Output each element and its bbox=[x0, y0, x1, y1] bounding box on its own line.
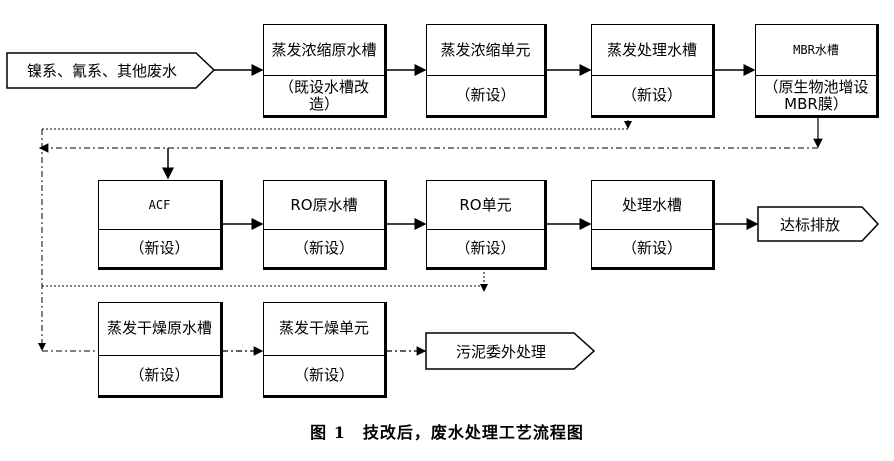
box-title: 蒸发浓缩原水槽 bbox=[264, 25, 384, 77]
sludge-pentagon bbox=[425, 332, 596, 370]
box-note: （新设） bbox=[455, 239, 516, 258]
box-ro-unit: RO单元 （新设） bbox=[426, 180, 547, 270]
box-note: （新设） bbox=[621, 239, 682, 258]
box-evap-conc-raw-tank: 蒸发浓缩原水槽 （既设水槽改造） bbox=[263, 24, 387, 118]
box-title: 蒸发浓缩单元 bbox=[427, 25, 544, 77]
sludge-label: 污泥委外处理 bbox=[455, 342, 546, 361]
box-title: 蒸发干燥原水槽 bbox=[99, 303, 220, 356]
box-ro-raw-tank: RO原水槽 （新设） bbox=[263, 180, 387, 270]
box-note: （原生物池增设MBR膜） bbox=[763, 77, 869, 113]
box-title: 处理水槽 bbox=[592, 181, 712, 231]
box-note: （新设） bbox=[293, 239, 354, 258]
box-note: （新设） bbox=[621, 86, 682, 105]
box-title: 蒸发干燥单元 bbox=[264, 303, 384, 356]
box-evap-dry-unit: 蒸发干燥单元 （新设） bbox=[263, 302, 387, 398]
box-note: （新设） bbox=[455, 86, 516, 105]
box-evap-treated-tank: 蒸发处理水槽 （新设） bbox=[591, 24, 715, 118]
figure-caption: 图 1 技改后，废水处理工艺流程图 bbox=[310, 423, 584, 442]
box-title: ACF bbox=[99, 181, 220, 231]
box-evap-dry-raw-tank: 蒸发干燥原水槽 （新设） bbox=[98, 302, 223, 398]
discharge-label: 达标排放 bbox=[779, 215, 840, 234]
box-title: MBR水槽 bbox=[756, 25, 876, 77]
box-title: 蒸发处理水槽 bbox=[592, 25, 712, 77]
discharge-pentagon bbox=[757, 206, 880, 242]
box-note: （新设） bbox=[293, 365, 354, 384]
box-mbr-tank: MBR水槽 （原生物池增设MBR膜） bbox=[755, 24, 879, 118]
box-title: RO原水槽 bbox=[264, 181, 384, 231]
box-acf: ACF （新设） bbox=[98, 180, 223, 270]
box-note: （既设水槽改造） bbox=[278, 77, 369, 113]
box-treated-water-tank: 处理水槽 （新设） bbox=[591, 180, 715, 270]
box-evap-conc-unit: 蒸发浓缩单元 （新设） bbox=[426, 24, 547, 118]
box-note: （新设） bbox=[129, 365, 190, 384]
box-note: （新设） bbox=[129, 239, 190, 258]
input-label: 镍系、氰系、其他废水 bbox=[26, 62, 177, 80]
box-title: RO单元 bbox=[427, 181, 544, 231]
input-pentagon bbox=[6, 52, 216, 89]
